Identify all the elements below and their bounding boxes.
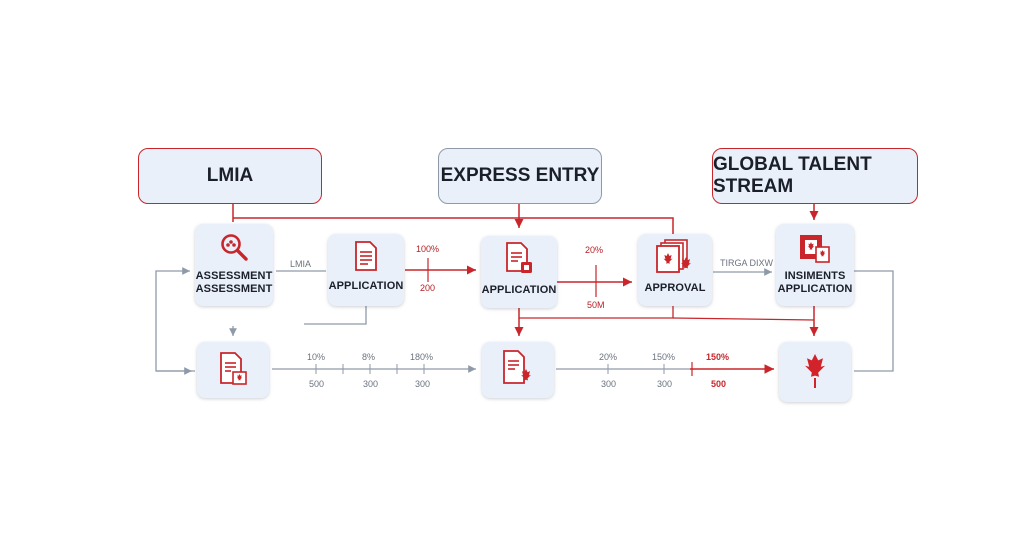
application-node-1: APPLICATION [328, 234, 404, 306]
global-talent-header-label: GLOBAL TALENT STREAM [713, 154, 872, 197]
scale-left-3-top: 180% [410, 352, 434, 362]
canada-documents-icon [656, 239, 691, 273]
scale-red-top: 150% [706, 352, 730, 362]
scale-red-bottom: 500 [711, 379, 727, 389]
application-1-label: APPLICATION [328, 280, 404, 292]
maple-leaf-icon [805, 354, 825, 388]
application-node-2: APPLICATION [481, 236, 557, 308]
document-maple-icon [503, 350, 531, 384]
scale-right-2-top: 150% [652, 352, 676, 362]
assessment-label-1: ASSESSMENT [195, 270, 273, 282]
global-talent-header: GLOBAL TALENT STREAM [712, 148, 918, 204]
canada-flag-doc-icon [800, 235, 830, 263]
left-loop-arrow [155, 267, 195, 372]
right-connector-label: TIRGA DIXW [720, 258, 774, 268]
scale-left-2-top: 8% [362, 352, 376, 362]
scale-left-1-top: 10% [307, 352, 326, 362]
approval-label: APPROVAL [644, 282, 706, 294]
document-icon [355, 241, 377, 271]
scale-left-3-bottom: 300 [415, 379, 431, 389]
lmia-top-connector [232, 204, 674, 236]
val-50m-label: 50M [587, 300, 605, 310]
express-entry-header: EXPRESS ENTRY [438, 148, 602, 204]
scale-right-1-bottom: 300 [601, 379, 617, 389]
approval-node: APPROVAL [638, 234, 712, 306]
scale-left-2-bottom: 300 [363, 379, 379, 389]
document-maple-icon [220, 352, 247, 385]
scale-right-2-bottom: 300 [657, 379, 673, 389]
lmia-connector-label: LMIA [290, 259, 312, 269]
val-200-label: 200 [420, 283, 436, 293]
assessment-label-2: ASSESSMENT [195, 283, 273, 295]
pct-100-label: 100% [416, 244, 440, 254]
lmia-header-label: LMIA [206, 165, 254, 186]
scale-right-1-top: 20% [599, 352, 618, 362]
lmia-header: LMIA [138, 148, 322, 204]
right-loop-line [854, 270, 894, 372]
scale-left-1-bottom: 500 [309, 379, 325, 389]
insiments-node: INSIMENTS APPLICATION [776, 224, 854, 306]
magnifier-icon [221, 234, 248, 261]
insiments-label-1: INSIMENTS [784, 270, 846, 282]
application-2-label: APPLICATION [481, 284, 557, 296]
insiments-label-2: APPLICATION [777, 283, 853, 295]
document-stamp-icon [506, 242, 532, 273]
bottom-document-node-2 [482, 342, 554, 398]
pct-20-label: 20% [585, 245, 604, 255]
express-entry-header-label: EXPRESS ENTRY [440, 165, 600, 186]
bottom-maple-node [779, 342, 851, 402]
bottom-document-node-1 [197, 342, 269, 398]
assessment-node: ASSESSMENT ASSESSMENT [195, 224, 273, 306]
